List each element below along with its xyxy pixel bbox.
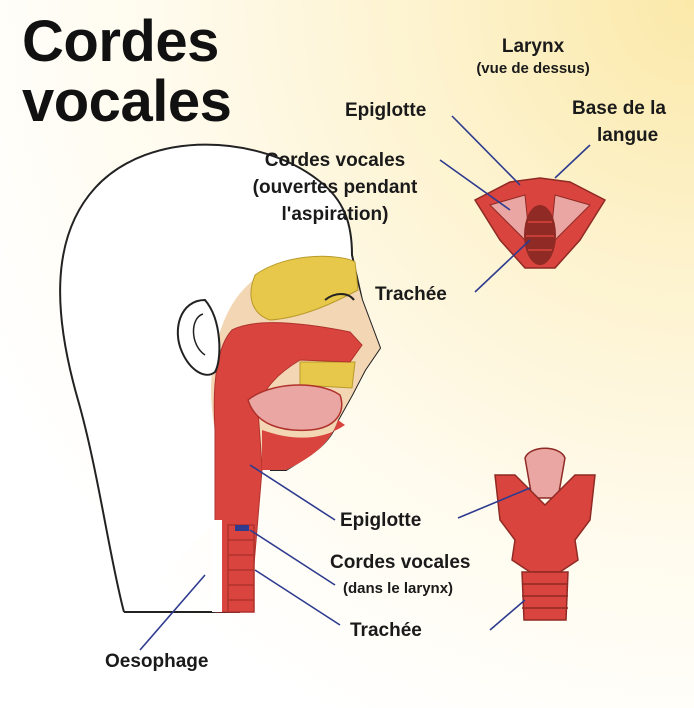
larynx-subheading: (vue de dessus): [443, 60, 623, 77]
neck-vocal-cords: [235, 525, 249, 531]
label-top-cordes-1: Cordes vocales: [225, 150, 445, 172]
larynx-heading: Larynx: [458, 36, 608, 58]
leader-top-trachee: [475, 240, 530, 292]
label-top-trachee: Trachée: [375, 284, 447, 306]
leader-head-epiglotte: [250, 465, 335, 520]
leader-top-cordes: [440, 160, 510, 210]
label-top-epiglotte: Epiglotte: [345, 100, 426, 122]
palate-bone: [300, 362, 355, 388]
leader-top-epiglotte: [452, 116, 520, 185]
larynx-front-view: [495, 448, 595, 620]
label-base-langue-1: Base de la: [572, 98, 666, 120]
label-oesophage: Oesophage: [105, 651, 208, 673]
oesophagus-strip: [212, 520, 222, 612]
leader-front-trachee: [490, 600, 525, 630]
leader-top-base-langue: [555, 145, 590, 178]
label-head-cordes-1: Cordes vocales: [330, 552, 470, 574]
larynx-top-view: [475, 178, 605, 268]
label-head-cordes-2: (dans le larynx): [343, 580, 453, 597]
label-base-langue-2: langue: [597, 125, 658, 147]
label-head-trachee: Trachée: [350, 620, 422, 642]
label-top-cordes-3: l'aspiration): [225, 204, 445, 226]
leader-head-trachee: [255, 570, 340, 625]
label-head-epiglotte: Epiglotte: [340, 510, 421, 532]
label-top-cordes-2: (ouvertes pendant: [225, 177, 445, 199]
neck-trachea: [228, 525, 254, 612]
leader-head-cordes: [250, 530, 335, 585]
